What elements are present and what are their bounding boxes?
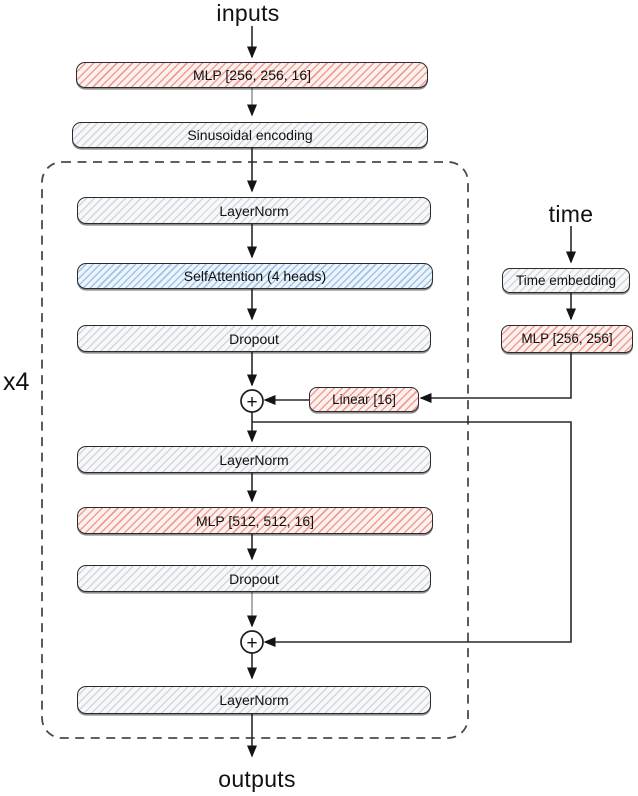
node-sinusoidal-encoding: Sinusoidal encoding [72,122,428,148]
node-label: Sinusoidal encoding [187,127,313,143]
node-time-embedding: Time embedding [502,268,630,293]
node-label: LayerNorm [219,202,289,219]
node-label: MLP [256, 256, 16] [192,67,312,83]
outputs-label: outputs [218,766,296,792]
inputs-label: inputs [216,0,280,26]
node-layernorm-3: LayerNorm [77,686,431,714]
node-label: MLP [256, 256] [521,331,613,347]
arrow-timemlp-to-linear [419,352,572,403]
node-label: MLP [512, 512, 16] [195,512,315,529]
add-node-1 [240,389,264,413]
node-layernorm-2: LayerNorm [77,446,431,473]
repeat-block-border [41,161,469,739]
plus-icon: + [246,392,257,413]
time-label: time [548,201,594,227]
node-label: Linear [16] [332,391,396,407]
repeat-count-label: x4 [3,368,30,396]
node-label: LayerNorm [219,692,289,708]
skip-connection-add1-to-add2 [252,421,572,647]
node-dropout-1: Dropout [77,325,431,352]
node-self-attention: SelfAttention (4 heads) [77,263,433,289]
plus-icon: + [246,633,257,654]
node-dropout-2: Dropout [77,565,431,592]
node-mlp-time: MLP [256, 256] [501,325,633,353]
node-label: Dropout [229,330,279,347]
node-mlp-mid: MLP [512, 512, 16] [77,507,433,534]
node-layernorm-1: LayerNorm [77,197,431,224]
node-label: SelfAttention (4 heads) [183,268,327,284]
node-label: Dropout [229,570,279,587]
node-mlp-input: MLP [256, 256, 16] [76,62,428,88]
node-label: LayerNorm [219,451,289,468]
add-node-2 [240,630,264,654]
node-linear: Linear [16] [309,387,419,412]
node-label: Time embedding [515,272,617,288]
